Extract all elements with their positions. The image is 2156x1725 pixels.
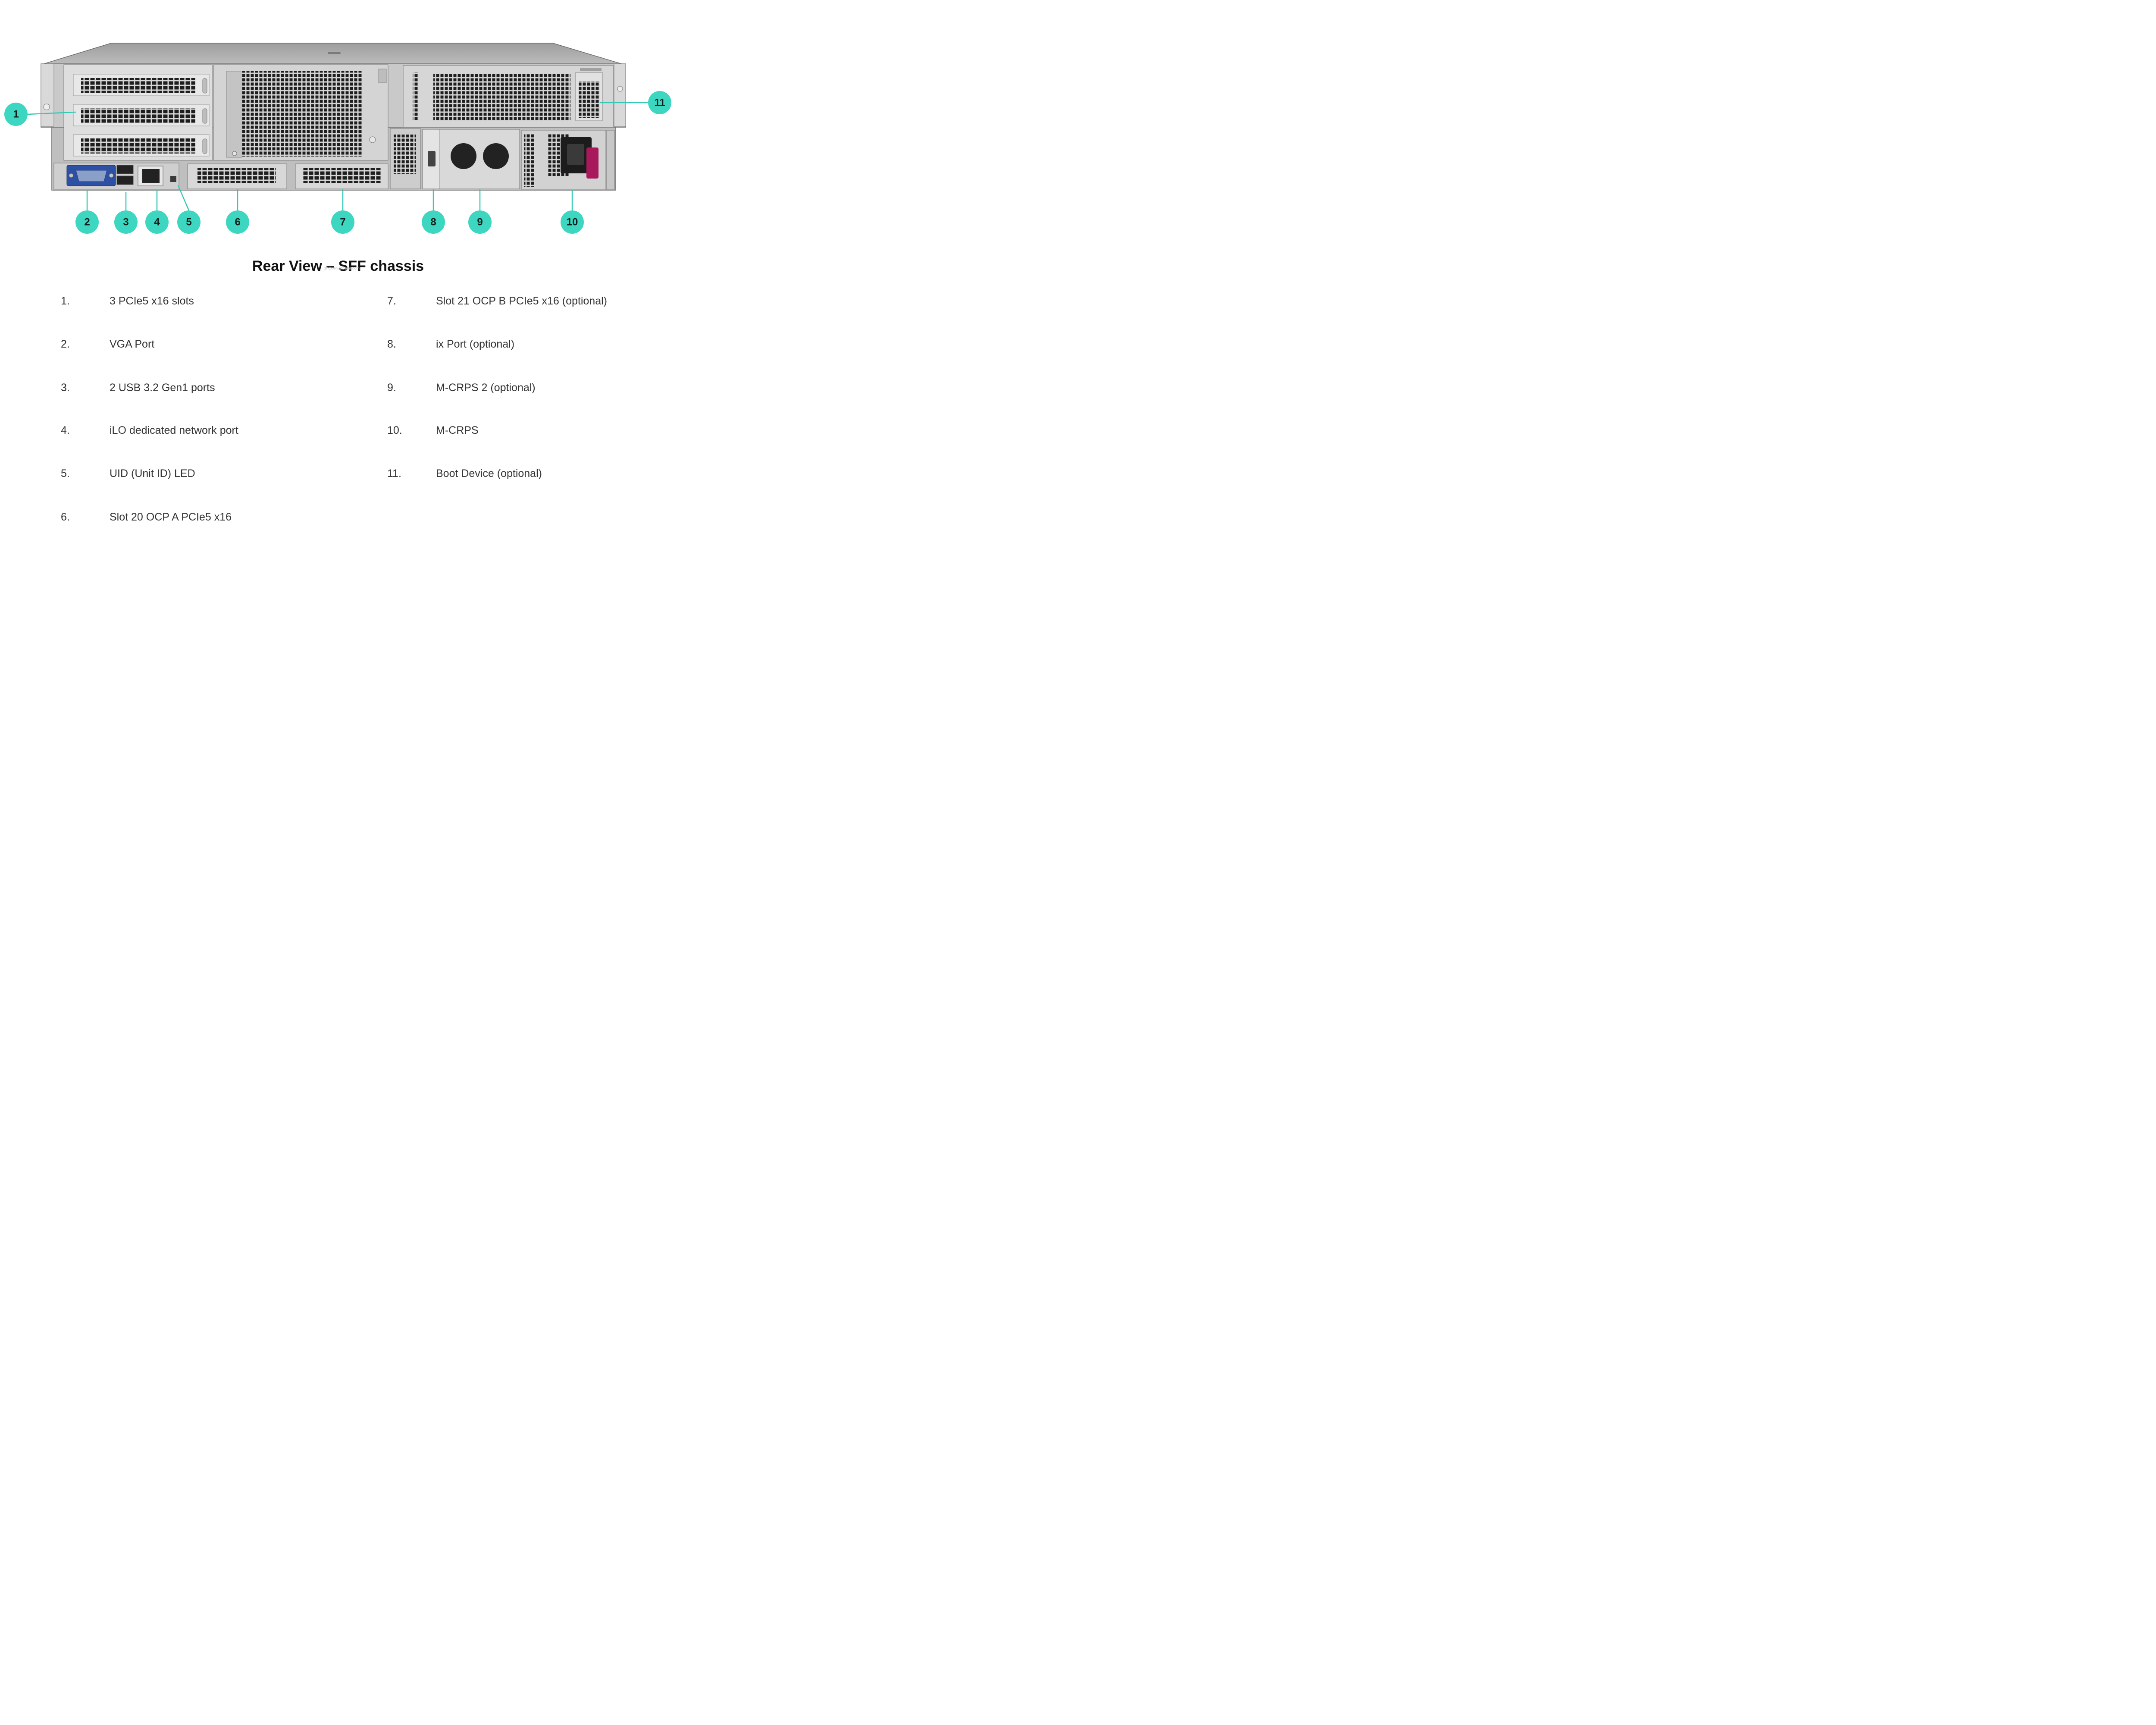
svg-text:1: 1	[13, 109, 19, 120]
svg-text:3: 3	[123, 216, 128, 228]
pcie-riser-cage	[63, 64, 213, 161]
callout-leader-lines	[27, 102, 648, 211]
legend-number: 2.	[61, 338, 70, 350]
legend-number: 1.	[61, 295, 70, 307]
svg-text:5: 5	[186, 216, 191, 228]
svg-text:4: 4	[154, 216, 160, 228]
legend-label: 2 USB 3.2 Gen1 ports	[110, 382, 215, 394]
svg-text:7: 7	[340, 216, 345, 228]
rear-view-diagram: 1 2 3 4 5 6 7 8 9 10 11 Rear View – SFF …	[0, 0, 676, 541]
io-panel	[53, 163, 179, 190]
legend-number: 8.	[387, 338, 396, 350]
diagram-title: Rear View – SFF chassis	[252, 258, 424, 274]
server-rear-illustration: 1 2 3 4 5 6 7 8 9 10 11	[4, 43, 671, 234]
legend-number: 5.	[61, 467, 70, 480]
watermark: zhcx.en.alibaba.com	[324, 266, 360, 270]
legend-label: M-CRPS 2 (optional)	[436, 382, 536, 394]
callout-8: 8	[422, 210, 445, 234]
legend-number: 11.	[387, 467, 401, 480]
upper-right-vent	[403, 65, 614, 128]
svg-text:8: 8	[430, 216, 436, 228]
callout-11: 11	[648, 91, 671, 114]
callout-7: 7	[331, 210, 354, 234]
legend-label: 3 PCIe5 x16 slots	[110, 295, 194, 307]
psu-2-area	[390, 128, 520, 189]
psu-1-area	[521, 130, 615, 190]
svg-text:6: 6	[235, 216, 240, 228]
callout-3: 3	[114, 210, 138, 234]
callout-9: 9	[468, 210, 492, 234]
callout-10: 10	[561, 210, 584, 234]
callout-1: 1	[4, 103, 28, 126]
callout-6: 6	[226, 210, 249, 234]
legend-label: iLO dedicated network port	[110, 424, 238, 436]
callout-5: 5	[177, 210, 201, 234]
legend-number: 3.	[61, 382, 70, 394]
legend-number: 4.	[61, 424, 70, 436]
svg-text:2: 2	[84, 216, 90, 228]
legend-label: UID (Unit ID) LED	[110, 467, 195, 480]
ocp-slots	[187, 163, 389, 189]
svg-text:10: 10	[567, 216, 578, 228]
legend-number: 7.	[387, 295, 396, 307]
legend-label: M-CRPS	[436, 424, 479, 436]
svg-text:11: 11	[654, 97, 665, 109]
legend-number: 9.	[387, 382, 396, 394]
legend-label: Boot Device (optional)	[436, 467, 542, 480]
legend-label: VGA Port	[110, 338, 155, 350]
legend-number: 10.	[387, 424, 402, 436]
callout-4: 4	[145, 210, 169, 234]
svg-text:9: 9	[477, 216, 483, 228]
legend-label: Slot 20 OCP A PCIe5 x16	[110, 511, 232, 523]
center-vent-panel	[213, 64, 389, 161]
legend-number: 6.	[61, 511, 70, 523]
legend-label: Slot 21 OCP B PCIe5 x16 (optional)	[436, 295, 607, 307]
callout-2: 2	[75, 210, 99, 234]
legend-label: ix Port (optional)	[436, 338, 515, 350]
